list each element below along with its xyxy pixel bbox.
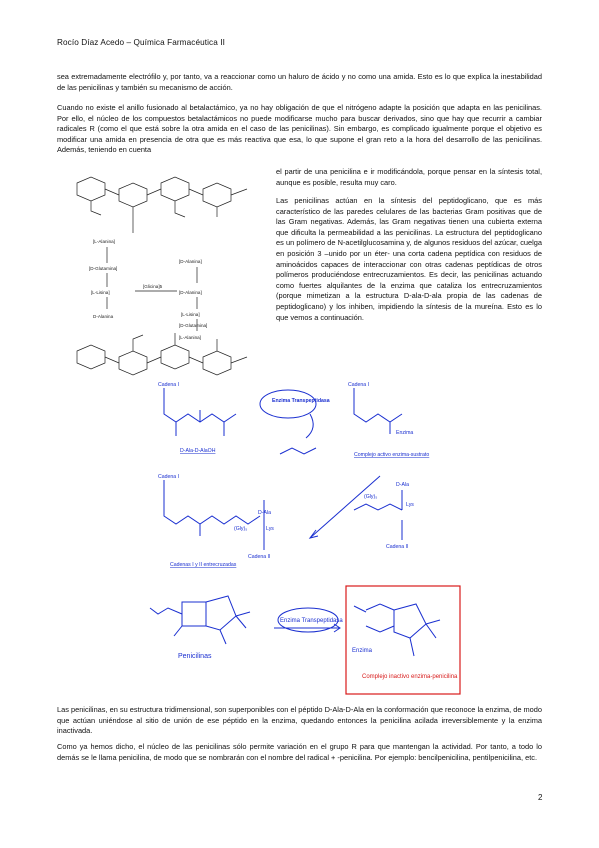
- pg-label-5: [D-Alanina]: [179, 290, 202, 295]
- pg-label-3: [L-Lisina]: [91, 290, 110, 295]
- cadena-2-label-b: Cadena II: [386, 544, 409, 550]
- cadena-1-label-c: Cadena I: [158, 474, 179, 480]
- page-header: Rocío Díaz Acedo – Química Farmacéutica …: [57, 38, 226, 47]
- complejo-inactivo-label: Complejo inactivo enzima-penicilina: [362, 674, 458, 680]
- pg-label-4: [D-Alanina]: [179, 259, 202, 264]
- mechanism-figure: Cadena I D-Ala-D-AlaOH Enzima Transpepti…: [149, 382, 461, 695]
- paragraph-2: Cuando no existe el anillo fusionado al …: [57, 103, 542, 155]
- cadena-2-label-c: Cadena II: [248, 554, 271, 560]
- complejo-activo-label: Complejo activo enzima-sustrato: [354, 452, 429, 458]
- paragraph-4: Las penicilinas, en su estructura tridim…: [57, 705, 542, 736]
- lys-label-b: Lys: [406, 502, 414, 508]
- enzima-label-2: Enzima: [352, 648, 373, 654]
- enzima-transpeptidasa-label-2: Enzima Transpeptidasa: [280, 618, 343, 624]
- penicilinas-label: Penicilinas: [178, 653, 212, 660]
- paragraph-5: Como ya hemos dicho, el núcleo de las pe…: [57, 742, 542, 762]
- cadenas-entrecruzadas-label: Cadenas I y II entrecruzadas: [170, 562, 237, 568]
- cadena-1-label-b: Cadena I: [348, 382, 369, 388]
- lys-label-c: Lys: [266, 526, 274, 532]
- pg-label-10: D-Alanina: [93, 314, 114, 319]
- dala-label: D-Ala-D-AlaOH: [180, 448, 216, 454]
- pg-label-9: [L-Alanina]: [179, 335, 201, 340]
- cadena-1-label-a: Cadena I: [158, 382, 179, 388]
- enzima-transpeptidasa-text: Enzima Transpeptidasa: [272, 398, 330, 404]
- pg-label-8: [D-Glutamina]: [179, 323, 207, 328]
- peptidoglycan-figure: [L-Alanina] [D-Glutamina] [L-Lisina] [D-…: [76, 176, 248, 376]
- dala-label-b: D-Ala: [396, 482, 409, 488]
- enzima-label: Enzima: [396, 430, 413, 436]
- gly-label-c: (Gly)₅: [234, 526, 247, 532]
- paragraph-1: sea extremadamente electrófilo y, por ta…: [57, 72, 542, 92]
- paragraph-3: Las penicilinas actúan en la síntesis de…: [276, 196, 542, 322]
- paragraph-2-continued: el partir de una penicilina e ir modific…: [276, 167, 542, 187]
- enzima-transpeptidasa-label: Enzima Transpeptidasa: [272, 398, 330, 404]
- page-number: 2: [538, 793, 543, 802]
- pg-label-2: [D-Glutamina]: [89, 266, 117, 271]
- pg-label-1: [L-Alanina]: [93, 239, 115, 244]
- dala-label-c: D-Ala: [258, 510, 271, 516]
- pg-label-7: [L-Lisina]: [181, 312, 200, 317]
- pg-label-6: [Glicina]5: [143, 284, 163, 289]
- gly-label-b: (Gly)₅: [364, 494, 377, 500]
